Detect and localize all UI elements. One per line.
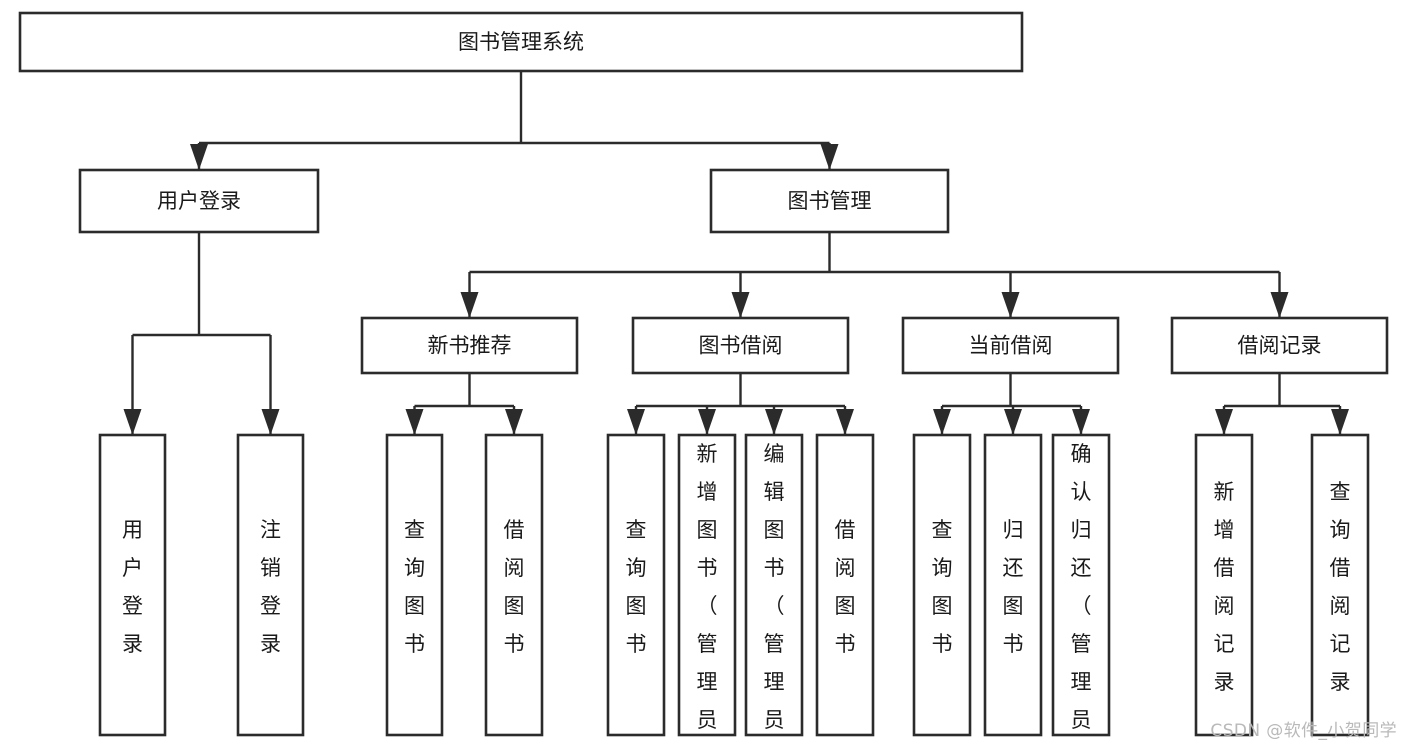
node-label-leaf-confirm-return: 确认归还（管理员） bbox=[1071, 442, 1092, 747]
node-box-leaf-confirm-return bbox=[1051, 433, 1111, 737]
node-label-leaf-add-book: 新增图书（管理员） bbox=[697, 442, 718, 747]
node-label-leaf-query-book-borrow: 查询图书 bbox=[626, 518, 647, 656]
node-leaf-borrow-book[interactable]: 借阅图书 bbox=[815, 433, 875, 737]
arrow-head-icon-leaf-query-book-borrow bbox=[627, 409, 645, 435]
node-user-login[interactable]: 用户登录 bbox=[78, 168, 320, 234]
node-book-borrow[interactable]: 图书借阅 bbox=[631, 316, 850, 375]
node-box-leaf-query-book-cur bbox=[912, 433, 972, 737]
node-leaf-logout[interactable]: 注销登录 bbox=[236, 433, 305, 737]
node-label-current-borrow: 当前借阅 bbox=[969, 334, 1053, 358]
node-label-leaf-query-book-rec: 查询图书 bbox=[404, 518, 425, 656]
arrow-head-icon-user-login bbox=[190, 144, 208, 170]
arrow-head-icon-leaf-logout bbox=[261, 409, 280, 435]
node-label-leaf-borrow-book-rec: 借阅图书 bbox=[504, 518, 525, 656]
node-box-leaf-query-borrow-record bbox=[1310, 433, 1370, 737]
arrow-head-icon-borrow-record bbox=[1270, 292, 1289, 318]
node-box-leaf-borrow-book bbox=[815, 433, 875, 737]
arrow-head-icon-leaf-add-book bbox=[698, 409, 716, 435]
node-box-book-management bbox=[709, 168, 950, 234]
node-label-borrow-record: 借阅记录 bbox=[1238, 334, 1322, 358]
node-leaf-add-book[interactable]: 新增图书（管理员） bbox=[677, 433, 737, 747]
node-leaf-confirm-return[interactable]: 确认归还（管理员） bbox=[1051, 433, 1111, 747]
arrow-head-icon-leaf-borrow-book-rec bbox=[505, 409, 523, 435]
arrow-head-icon-leaf-borrow-book bbox=[836, 409, 854, 435]
node-leaf-query-book-cur[interactable]: 查询图书 bbox=[912, 433, 972, 737]
arrow-head-icon-book-management bbox=[820, 144, 839, 170]
node-current-borrow[interactable]: 当前借阅 bbox=[901, 316, 1120, 375]
node-leaf-borrow-book-rec[interactable]: 借阅图书 bbox=[484, 433, 544, 737]
csdn-watermark: CSDN @软件_小贺同学 bbox=[1210, 721, 1397, 741]
node-new-book-recommend[interactable]: 新书推荐 bbox=[360, 316, 579, 375]
arrow-head-icon-leaf-query-book-cur bbox=[933, 409, 951, 435]
node-box-new-book-recommend bbox=[360, 316, 579, 375]
node-box-leaf-borrow-book-rec bbox=[484, 433, 544, 737]
node-root[interactable]: 图书管理系统 bbox=[18, 11, 1024, 73]
node-box-root bbox=[18, 11, 1024, 73]
node-label-leaf-add-borrow-record: 新增借阅记录 bbox=[1214, 480, 1235, 694]
arrow-head-icon-new-book-recommend bbox=[460, 292, 479, 318]
node-box-leaf-edit-book bbox=[744, 433, 804, 737]
arrow-head-icon-leaf-query-borrow-record bbox=[1331, 409, 1349, 435]
arrow-head-icon-leaf-user-login bbox=[123, 409, 142, 435]
node-leaf-return-book[interactable]: 归还图书 bbox=[983, 433, 1043, 737]
arrow-head-icon-leaf-query-book-rec bbox=[405, 409, 424, 435]
node-box-leaf-return-book bbox=[983, 433, 1043, 737]
node-label-book-borrow: 图书借阅 bbox=[699, 334, 783, 358]
node-label-root: 图书管理系统 bbox=[458, 30, 584, 54]
arrow-head-icon-leaf-return-book bbox=[1004, 409, 1022, 435]
node-borrow-record[interactable]: 借阅记录 bbox=[1170, 316, 1389, 375]
node-box-book-borrow bbox=[631, 316, 850, 375]
node-box-borrow-record bbox=[1170, 316, 1389, 375]
arrow-head-icon-leaf-edit-book bbox=[765, 409, 783, 435]
node-label-leaf-query-borrow-record: 查询借阅记录 bbox=[1330, 480, 1351, 694]
node-leaf-add-borrow-record[interactable]: 新增借阅记录 bbox=[1194, 433, 1254, 737]
arrow-head-icon-current-borrow bbox=[1001, 292, 1020, 318]
node-label-leaf-query-book-cur: 查询图书 bbox=[932, 518, 953, 656]
node-label-leaf-return-book: 归还图书 bbox=[1003, 518, 1024, 656]
node-label-leaf-user-login: 用户登录 bbox=[122, 518, 143, 656]
arrow-head-icon-leaf-confirm-return bbox=[1072, 409, 1090, 435]
node-leaf-query-book-rec[interactable]: 查询图书 bbox=[385, 433, 444, 737]
node-box-leaf-user-login bbox=[98, 433, 167, 737]
node-label-user-login: 用户登录 bbox=[157, 189, 241, 213]
node-leaf-edit-book[interactable]: 编辑图书（管理员） bbox=[744, 433, 804, 747]
node-box-leaf-add-borrow-record bbox=[1194, 433, 1254, 737]
node-box-current-borrow bbox=[901, 316, 1120, 375]
node-leaf-user-login[interactable]: 用户登录 bbox=[98, 433, 167, 737]
connector-edges-layer bbox=[123, 71, 1349, 435]
node-label-book-management: 图书管理 bbox=[788, 189, 872, 213]
node-label-leaf-borrow-book: 借阅图书 bbox=[835, 518, 856, 656]
node-leaf-query-borrow-record[interactable]: 查询借阅记录 bbox=[1310, 433, 1370, 737]
node-book-management[interactable]: 图书管理 bbox=[709, 168, 950, 234]
node-box-leaf-logout bbox=[236, 433, 305, 737]
node-label-new-book-recommend: 新书推荐 bbox=[428, 334, 512, 358]
node-box-leaf-query-book-rec bbox=[385, 433, 444, 737]
node-boxes-layer: 图书管理系统用户登录图书管理新书推荐图书借阅当前借阅借阅记录用户登录注销登录查询… bbox=[18, 11, 1389, 747]
node-box-leaf-add-book bbox=[677, 433, 737, 737]
node-box-leaf-query-book-borrow bbox=[606, 433, 666, 737]
node-box-user-login bbox=[78, 168, 320, 234]
arrow-head-icon-book-borrow bbox=[731, 292, 750, 318]
node-leaf-query-book-borrow[interactable]: 查询图书 bbox=[606, 433, 666, 737]
node-label-leaf-logout: 注销登录 bbox=[260, 518, 281, 656]
arrow-head-icon-leaf-add-borrow-record bbox=[1215, 409, 1233, 435]
